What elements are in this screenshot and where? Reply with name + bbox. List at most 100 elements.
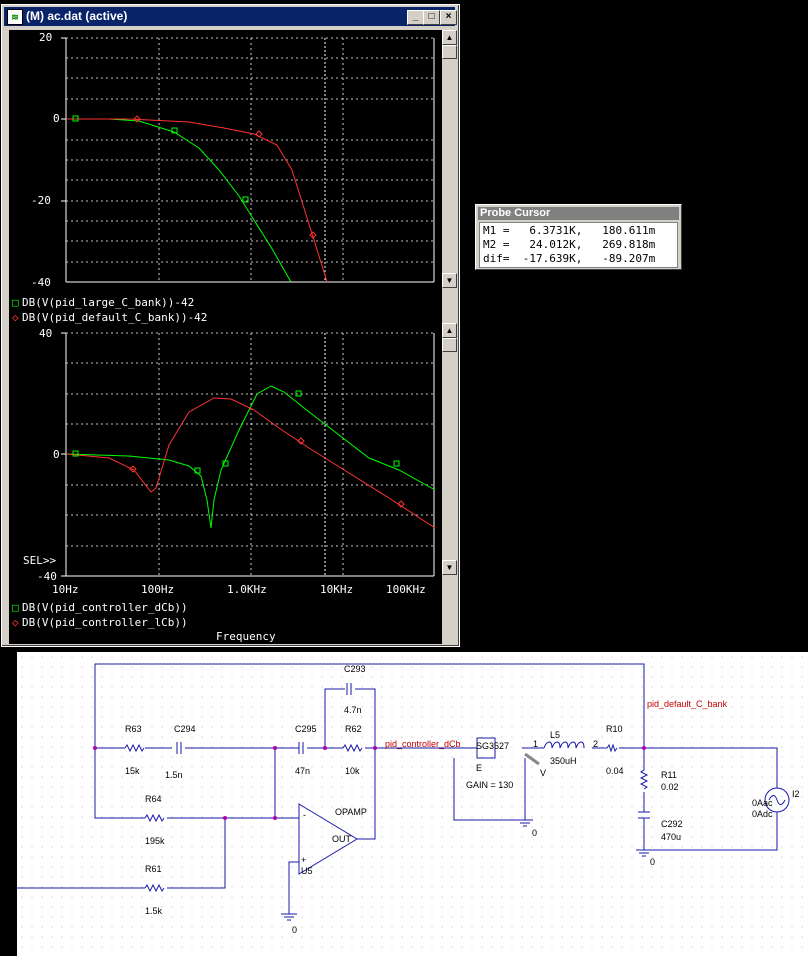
opamp-u5-icon xyxy=(298,803,358,875)
top-ytick: -40 xyxy=(31,276,51,289)
ground-label: 0 xyxy=(532,828,538,838)
bottom-markers-dcb xyxy=(72,390,400,474)
top-trace-default xyxy=(67,118,328,283)
value-c293[interactable]: 4.7n xyxy=(344,705,362,715)
scroll-up-arrow-icon[interactable]: ▲ xyxy=(442,323,457,338)
bottom-trace-dcb xyxy=(66,385,436,529)
label-r11[interactable]: R11 xyxy=(661,770,677,780)
plot-area[interactable]: 20 0 -20 -40 □DB(V(pid_large_C_bank))-42… xyxy=(9,30,442,644)
top-legend-item-default[interactable]: ◇DB(V(pid_default_C_bank))-42 xyxy=(12,311,207,324)
title-bar[interactable]: ≋ (M) ac.dat (active) _ □ × xyxy=(4,7,457,26)
scroll-up-arrow-icon[interactable]: ▲ xyxy=(442,30,457,45)
bottom-scrollbar[interactable]: ▲ ▼ xyxy=(442,323,457,575)
label-c293[interactable]: C293 xyxy=(344,664,366,674)
probe-app-icon[interactable]: ≋ xyxy=(7,9,23,25)
capacitor-c295-icon xyxy=(298,742,304,754)
legend-label: DB(V(pid_controller_lCb)) xyxy=(22,616,188,629)
ground-symbols xyxy=(281,819,652,921)
label-r63[interactable]: R63 xyxy=(125,724,142,734)
x-axis-label: Frequency xyxy=(216,630,276,643)
value-r11[interactable]: 0.02 xyxy=(661,782,679,792)
capacitor-c294-icon xyxy=(176,742,182,754)
label-c294[interactable]: C294 xyxy=(174,724,196,734)
probe-cursor-panel[interactable]: Probe Cursor M1 = 6.3731K, 180.611m M2 =… xyxy=(475,204,682,270)
value-i2-ac[interactable]: 0Aac xyxy=(752,798,773,808)
maximize-button[interactable]: □ xyxy=(423,10,440,25)
value-c292[interactable]: 470u xyxy=(661,832,682,842)
components xyxy=(124,683,790,893)
top-ytick: 20 xyxy=(39,31,53,44)
resistor-r62-icon xyxy=(342,743,363,753)
label-i2[interactable]: I2 xyxy=(792,789,800,799)
xtick: 1.0KHz xyxy=(227,583,267,596)
top-legend-item-large[interactable]: □DB(V(pid_large_C_bank))-42 xyxy=(12,296,194,309)
value-r63[interactable]: 15k xyxy=(125,766,140,776)
value-c294[interactable]: 1.5n xyxy=(165,770,183,780)
net-label-pid-controller-dcb[interactable]: pid_controller_dCb xyxy=(385,739,461,749)
bottom-ytick: 0 xyxy=(53,448,60,461)
value-r61[interactable]: 1.5k xyxy=(145,906,163,916)
scroll-down-arrow-icon[interactable]: ▼ xyxy=(442,560,457,575)
legend-label: DB(V(pid_default_C_bank))-42 xyxy=(22,311,208,324)
minimize-button[interactable]: _ xyxy=(407,10,424,25)
label-opamp[interactable]: OPAMP xyxy=(335,807,367,817)
label-r61[interactable]: R61 xyxy=(145,864,162,874)
cursor-row-m1: M1 = 6.3731K, 180.611m xyxy=(483,224,656,237)
top-markers-large xyxy=(72,115,249,203)
resistor-r10-icon xyxy=(606,743,618,753)
scroll-thumb[interactable] xyxy=(442,45,457,59)
capacitor-c292-icon xyxy=(638,811,650,819)
pin-e: E xyxy=(476,763,483,773)
xtick: 100Hz xyxy=(141,583,175,596)
value-r62[interactable]: 10k xyxy=(345,766,360,776)
bottom-plot-grid xyxy=(66,332,434,576)
top-markers-default xyxy=(133,115,317,239)
legend-label: DB(V(pid_controller_dCb)) xyxy=(22,601,188,614)
value-l5[interactable]: 350uH xyxy=(550,756,577,766)
pin-plus: + xyxy=(301,855,307,865)
top-scrollbar[interactable]: ▲ ▼ xyxy=(442,30,457,288)
square-marker-icon: □ xyxy=(12,296,19,309)
value-i2-dc[interactable]: 0Adc xyxy=(752,809,773,819)
probe-cursor-values: M1 = 6.3731K, 180.611m M2 = 24.012K, 269… xyxy=(479,222,678,268)
label-r10[interactable]: R10 xyxy=(606,724,623,734)
xtick: 10Hz xyxy=(52,583,79,596)
label-sg3527[interactable]: SG3527 xyxy=(476,741,510,751)
amplifier-sg3527-icon xyxy=(476,737,496,759)
close-button[interactable]: × xyxy=(440,10,457,25)
resistor-r11-icon xyxy=(639,769,649,790)
label-r64[interactable]: R64 xyxy=(145,794,162,804)
value-c295[interactable]: 47n xyxy=(295,766,311,776)
diamond-marker-icon: ◇ xyxy=(12,616,19,629)
schematic-wires xyxy=(17,663,790,921)
label-r62[interactable]: R62 xyxy=(345,724,362,734)
plot-graphics xyxy=(61,37,436,577)
scroll-down-arrow-icon[interactable]: ▼ xyxy=(442,273,457,288)
label-u5[interactable]: U5 xyxy=(301,866,313,876)
label-c295[interactable]: C295 xyxy=(295,724,317,734)
junction-dots xyxy=(93,746,646,820)
diamond-marker-icon: ◇ xyxy=(12,311,19,324)
current-source-i2-icon xyxy=(764,787,790,813)
bottom-ytick: -40 xyxy=(37,570,57,583)
top-trace-large xyxy=(67,118,292,283)
bottom-legend-item-lcb[interactable]: ◇DB(V(pid_controller_lCb)) xyxy=(12,616,188,629)
probe-cursor-title[interactable]: Probe Cursor xyxy=(478,207,679,220)
value-r10[interactable]: 0.04 xyxy=(606,766,624,776)
scroll-thumb[interactable] xyxy=(442,338,457,352)
label-gain[interactable]: GAIN = 130 xyxy=(466,780,514,790)
top-plot-axes xyxy=(61,37,435,283)
bottom-legend-item-dcb[interactable]: □DB(V(pid_controller_dCb)) xyxy=(12,601,188,614)
net-label-pid-default-c-bank[interactable]: pid_default_C_bank xyxy=(647,699,728,709)
schematic-canvas[interactable]: C293 4.7n R63 15k C294 1.5n C295 47n R62… xyxy=(17,652,808,956)
resistor-r63-icon xyxy=(124,743,145,753)
label-l5[interactable]: L5 xyxy=(550,730,561,740)
window-title: (M) ac.dat (active) xyxy=(26,9,128,23)
cursor-row-m2: M2 = 24.012K, 269.818m xyxy=(483,238,656,251)
ground-icon xyxy=(636,849,652,857)
ground-icon xyxy=(517,819,533,827)
value-r64[interactable]: 195k xyxy=(145,836,165,846)
probe-v-label: V xyxy=(540,768,547,778)
bottom-plot-axes xyxy=(61,332,435,577)
label-c292[interactable]: C292 xyxy=(661,819,683,829)
